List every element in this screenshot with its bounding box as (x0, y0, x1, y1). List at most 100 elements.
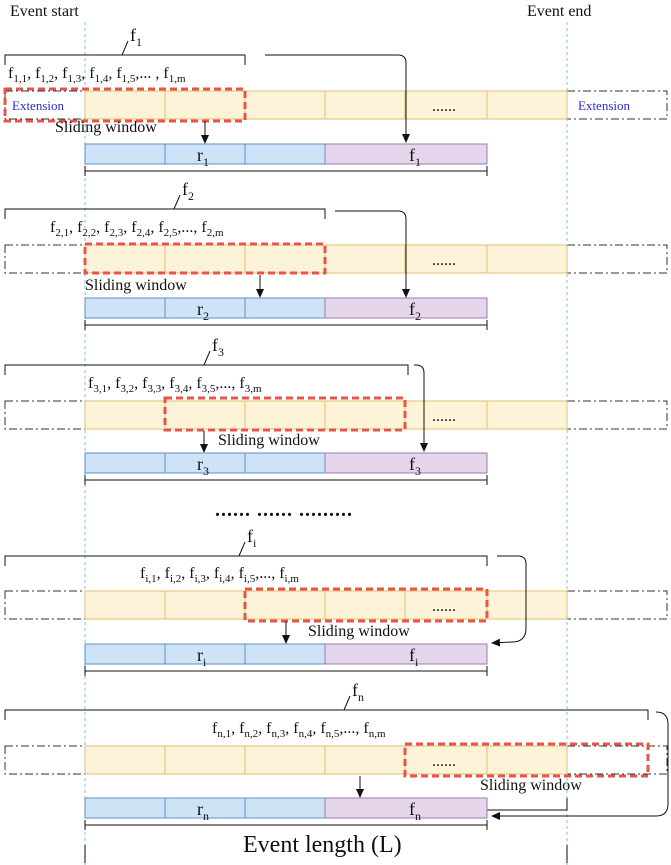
rf-bracket (84, 820, 488, 830)
sliding-window-label: Sliding window (218, 432, 320, 449)
r-cell (244, 297, 326, 319)
event-cell (486, 244, 568, 274)
extension-left-box (4, 745, 86, 775)
event-cell (404, 590, 488, 620)
brace-to-f-arrow (265, 54, 410, 143)
brace-to-f-arrow (414, 364, 428, 452)
r-cell (84, 643, 166, 665)
event-cell (244, 400, 326, 430)
event-cell (486, 745, 568, 775)
extension-right-box (566, 244, 668, 274)
brace-tick (238, 541, 246, 557)
event-cell (164, 590, 246, 620)
rf-bracket (84, 475, 488, 485)
f-label: fi (409, 645, 419, 669)
event-ellipsis: ...... (432, 753, 456, 770)
event-cell (324, 90, 406, 120)
brace-label: fi (247, 526, 257, 550)
f-label: f3 (409, 454, 421, 478)
r-cell (84, 797, 166, 819)
f-cell (324, 143, 488, 165)
event-cell (404, 400, 488, 430)
event-cell (84, 590, 166, 620)
event-cell (244, 590, 326, 620)
rf-bracket (84, 166, 488, 176)
r-label: ri (197, 645, 207, 669)
event-cell (324, 400, 406, 430)
brace-bracket (4, 709, 649, 720)
f-label: fn (409, 799, 421, 823)
brace-to-f-arrow (491, 711, 669, 820)
event-ellipsis: ...... (432, 408, 456, 425)
extension-left-box (4, 90, 86, 120)
event-start-label: Event start (10, 3, 79, 20)
event-length-brace (84, 845, 568, 863)
sliding-window-box (243, 587, 489, 623)
brace-label: f1 (130, 25, 142, 49)
r-label: rn (197, 799, 209, 823)
sliding-window-label: Sliding window (85, 277, 187, 294)
feature-sequence: f1,1, f1,2, f1,3, f1,4, f1,5,... , f1,m (8, 65, 186, 85)
sliding-window-label: Sliding window (480, 777, 582, 794)
f-cell (324, 452, 488, 474)
brace-tick (121, 40, 129, 56)
event-cell (404, 244, 488, 274)
event-cell (84, 745, 166, 775)
sliding-window-box (163, 396, 407, 432)
r-label: r3 (197, 454, 209, 478)
extension-right-box (566, 745, 668, 775)
brace-to-f-arrow (491, 555, 527, 647)
extension-left-box (4, 244, 86, 274)
event-cell (486, 90, 568, 120)
rf-bracket (84, 320, 488, 330)
r-cell (244, 643, 326, 665)
brace-bracket (4, 364, 409, 375)
r-label: r2 (197, 299, 209, 323)
separator-dots: ...... ...... ......... (215, 499, 353, 521)
sliding-window-box (3, 87, 247, 123)
event-cell (244, 745, 326, 775)
sliding-window-box (403, 742, 650, 778)
brace-tick (343, 695, 351, 711)
event-ellipsis: ...... (432, 98, 456, 115)
brace-bracket (4, 208, 326, 219)
feature-sequence: f3,1, f3,2, f3,3, f3,4, f3,5,..., f3,m (88, 375, 262, 395)
r-label: r1 (197, 145, 209, 169)
brace-tick (203, 350, 211, 366)
r-cell (244, 452, 326, 474)
event-cell (324, 745, 406, 775)
event-cell (244, 244, 326, 274)
extension-left-label: Extension (12, 98, 64, 113)
brace-bracket (4, 54, 246, 65)
event-end-label: Event end (527, 3, 591, 20)
feature-sequence: fi,1, fi,2, fi,3, fi,4, fi,5,..., fi,m (140, 565, 299, 585)
event-cell (164, 400, 246, 430)
event-ellipsis: ...... (432, 252, 456, 269)
rf-bracket (84, 666, 488, 676)
brace-label: f2 (182, 179, 194, 203)
r-cell (244, 143, 326, 165)
brace-bracket (4, 555, 488, 566)
event-cell (244, 90, 326, 120)
r-cell (84, 297, 166, 319)
f-cell (324, 797, 488, 819)
f-cell (324, 643, 488, 665)
event-cell (84, 90, 166, 120)
brace-to-f-arrow (335, 210, 410, 298)
extension-right-box (566, 400, 668, 430)
f-label: f2 (409, 299, 421, 323)
f-label: f1 (409, 145, 421, 169)
r-cell (84, 452, 166, 474)
brace-label: f3 (212, 335, 224, 359)
f-cell (324, 297, 488, 319)
sliding-window-label: Sliding window (55, 119, 157, 136)
r-cell (244, 797, 326, 819)
extension-right-box (566, 90, 668, 120)
feature-sequence: f2,1, f2,2, f2,3, f2,4, f2,5,..., f2,m (50, 219, 224, 239)
event-cell (324, 244, 406, 274)
sliding-window-label: Sliding window (308, 623, 410, 640)
event-cell (164, 244, 246, 274)
brace-tick (173, 194, 181, 210)
